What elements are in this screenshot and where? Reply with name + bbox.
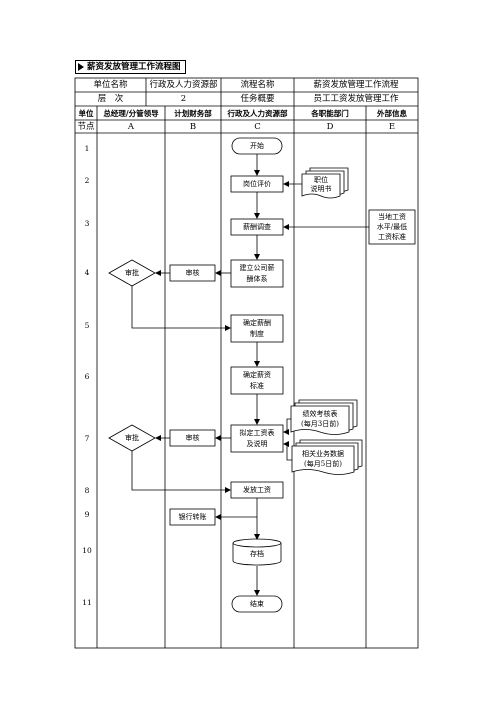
column-header-b: 计划财务部 — [174, 109, 212, 118]
define-system-line-1: 确定薪酬 — [243, 319, 271, 327]
row-number: 8 — [84, 486, 90, 495]
job-description-doc — [301, 173, 341, 199]
row-number: 1 — [84, 144, 90, 153]
salary-table-box — [230, 424, 284, 453]
external-info-line-3: 工资标准 — [378, 233, 406, 241]
business-data-line-1: 相关业务数据 — [302, 450, 344, 458]
performance-sheet-doc — [290, 405, 350, 435]
triangle-bullet-icon — [78, 63, 84, 71]
define-standard-line-1: 确定薪资 — [243, 371, 271, 379]
define-standard-line-2: 标准 — [250, 382, 264, 390]
salary-table-line-1: 拟定工资表 — [239, 429, 275, 437]
salary-survey-label: 薪酬调查 — [243, 223, 271, 231]
archive-label: 存档 — [250, 550, 264, 558]
business-data-line-2: (每月5日前) — [304, 460, 342, 468]
row-number: 9 — [84, 510, 90, 519]
row-number: 5 — [84, 321, 90, 330]
end-label: 结束 — [250, 600, 264, 608]
performance-sheet-line-1: 绩效考核表 — [302, 410, 338, 418]
row-number: 3 — [84, 219, 90, 228]
define-system-line-2: 制度 — [250, 330, 264, 338]
unit-name-label: 单位名称 — [93, 80, 128, 90]
level-label: 层 次 — [97, 94, 124, 104]
column-header-a: 总经理/分管领导 — [103, 109, 159, 118]
row-number: 7 — [84, 434, 90, 443]
flowchart-title: 薪资发放管理工作流程图 — [75, 60, 186, 74]
process-name-label: 流程名称 — [240, 80, 275, 90]
table-grid — [74, 77, 419, 649]
summary-label: 任务概要 — [240, 94, 275, 104]
establish-system-box — [230, 259, 284, 288]
node-letter-e: E — [388, 122, 396, 132]
column-header-c: 行政及人力资源部 — [227, 109, 288, 118]
business-data-doc — [291, 445, 355, 475]
define-standard-box — [230, 366, 284, 395]
row-number: 11 — [82, 598, 92, 607]
salary-table-line-2: 及说明 — [246, 440, 268, 448]
column-header-d: 各职能部门 — [311, 109, 349, 118]
establish-system-line-2: 酬体系 — [246, 275, 268, 283]
job-description-line-1: 职位 — [314, 176, 328, 184]
row-number: 2 — [84, 176, 90, 185]
external-info-line-1: 当地工资 — [378, 213, 406, 221]
node-header: 节点 — [77, 122, 95, 132]
review-label-2: 审核 — [185, 434, 200, 442]
node-letter-c: C — [254, 122, 261, 132]
row-number: 4 — [84, 268, 90, 277]
column-header-e: 外部信息 — [377, 109, 407, 118]
level-value: 2 — [180, 94, 187, 104]
unit-header: 单位 — [78, 109, 94, 118]
unit-name-value: 行政及人力资源部 — [149, 80, 218, 90]
establish-system-line-1: 建立公司薪 — [239, 264, 275, 272]
bank-transfer-label: 银行转账 — [178, 513, 207, 521]
pay-salary-label: 发放工资 — [243, 486, 271, 494]
review-label-1: 审核 — [185, 269, 200, 277]
archive-cylinder-body — [232, 543, 282, 566]
approve-label-2: 审批 — [125, 434, 139, 442]
performance-sheet-line-2: (每月3日前) — [301, 420, 339, 428]
external-info-line-2: 水平/最低 — [376, 223, 408, 231]
flowchart-title-text: 薪资发放管理工作流程图 — [87, 62, 181, 72]
node-letter-a: A — [127, 122, 135, 132]
node-letter-d: D — [326, 122, 334, 132]
start-label: 开始 — [250, 142, 264, 150]
row-number: 10 — [82, 546, 92, 555]
flow-arrows — [131, 154, 369, 596]
row-number: 6 — [84, 372, 90, 381]
summary-value: 员工工资发放管理工作 — [313, 94, 399, 104]
archive-cylinder-top — [232, 538, 282, 548]
define-system-box — [230, 314, 284, 343]
external-info-box — [368, 209, 416, 245]
process-name-value: 薪资发放管理工作流程 — [313, 80, 399, 90]
end-terminal — [231, 595, 283, 613]
node-letter-b: B — [189, 122, 197, 132]
job-evaluation-label: 岗位评价 — [243, 180, 271, 188]
job-description-line-2: 说明书 — [310, 185, 332, 193]
approve-label-1: 审批 — [125, 269, 139, 277]
